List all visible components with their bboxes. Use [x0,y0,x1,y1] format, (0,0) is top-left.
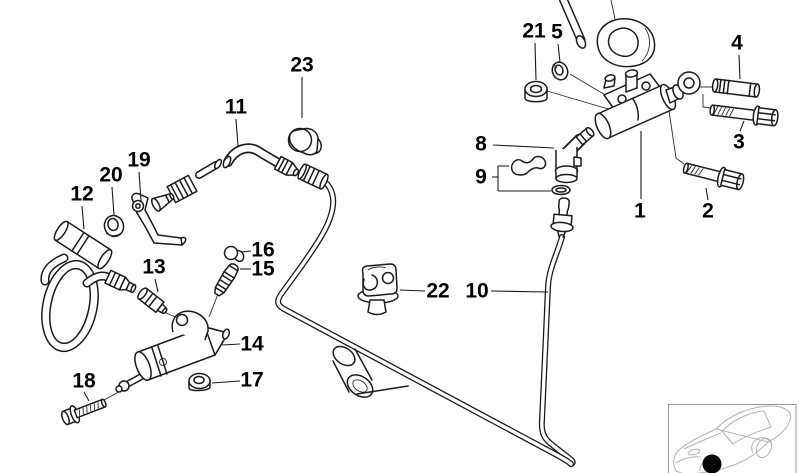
part-12-drawing [40,220,137,353]
part-label-11[interactable]: 11 [225,96,248,119]
leader-line-14 [221,343,241,346]
inset-border [668,404,797,473]
part-label-8[interactable]: 8 [475,133,487,156]
pipe-bushing [332,345,409,398]
part-label-3[interactable]: 3 [733,131,745,154]
part-10-pipe-drawing [275,163,576,467]
part-22-drawing [357,263,399,316]
construction-line [208,293,219,318]
part-label-10[interactable]: 10 [465,280,488,303]
part-16-drawing [223,245,245,263]
leader-line-13 [154,278,159,293]
leader-line-5 [557,43,561,63]
part-label-12[interactable]: 12 [70,183,93,206]
part-label-23[interactable]: 23 [290,54,313,77]
part-top-tube-drawing [558,0,587,49]
part-5-drawing [551,61,569,81]
part-18-drawing [60,398,107,426]
part-label-4[interactable]: 4 [731,32,743,55]
part-label-17[interactable]: 17 [240,369,263,392]
car-location-inset [668,404,797,473]
leader-line-17 [211,380,241,384]
part-label-22[interactable]: 22 [426,280,449,303]
part-label-5[interactable]: 5 [551,21,563,44]
part-label-2[interactable]: 2 [702,200,714,223]
part-label-1[interactable]: 1 [634,200,646,223]
part-label-19[interactable]: 19 [127,149,150,172]
leader-line-2 [705,187,709,201]
part-3-drawing [709,104,779,127]
part-label-13[interactable]: 13 [142,256,165,279]
part-14-drawing [115,310,231,393]
leader-line-20 [111,186,115,216]
part-13-drawing [137,287,168,315]
leader-line-16 [240,250,252,253]
leader-line-10 [490,290,549,293]
part-top-grommet-drawing [596,18,656,68]
part-1-drawing [594,69,701,140]
leader-line-11 [235,118,239,147]
location-marker-dot [702,454,722,473]
leader-line-12 [81,205,85,230]
construction-line [610,0,616,20]
part-23-drawing [287,127,322,156]
construction-line [666,96,685,165]
leader-lines [81,42,745,402]
part-17-drawing [188,372,211,392]
leader-line-19 [138,171,142,202]
part-label-21[interactable]: 21 [522,20,546,43]
construction-line [702,94,712,109]
part-8-drawing [554,126,595,184]
part-2-drawing [682,162,745,191]
part-label-15[interactable]: 15 [251,258,275,281]
part-11-end-fitting-drawing [150,158,223,212]
leader-line-3 [739,120,745,132]
leader-line-8 [492,144,555,149]
part-19-drawing [131,192,187,246]
pipe-nozzle [550,197,574,238]
part-label-20[interactable]: 20 [99,164,122,187]
part-label-9[interactable]: 9 [475,166,487,189]
part-4-drawing [711,78,761,98]
pipe-tube-nut [297,163,329,190]
part-15-drawing [214,263,239,297]
leader-line-21 [534,42,537,81]
leader-line-18 [83,391,90,402]
part-11-drawing [222,143,300,177]
car-outline [673,405,792,473]
leader-line-22 [399,289,426,292]
part-21-drawing [524,80,548,103]
part-label-18[interactable]: 18 [72,370,96,393]
part-label-16[interactable]: 16 [251,239,274,262]
part-label-14[interactable]: 14 [240,333,264,356]
part-20-drawing [103,214,125,238]
leader-line-4 [738,54,741,80]
part-9-drawing [510,155,571,196]
